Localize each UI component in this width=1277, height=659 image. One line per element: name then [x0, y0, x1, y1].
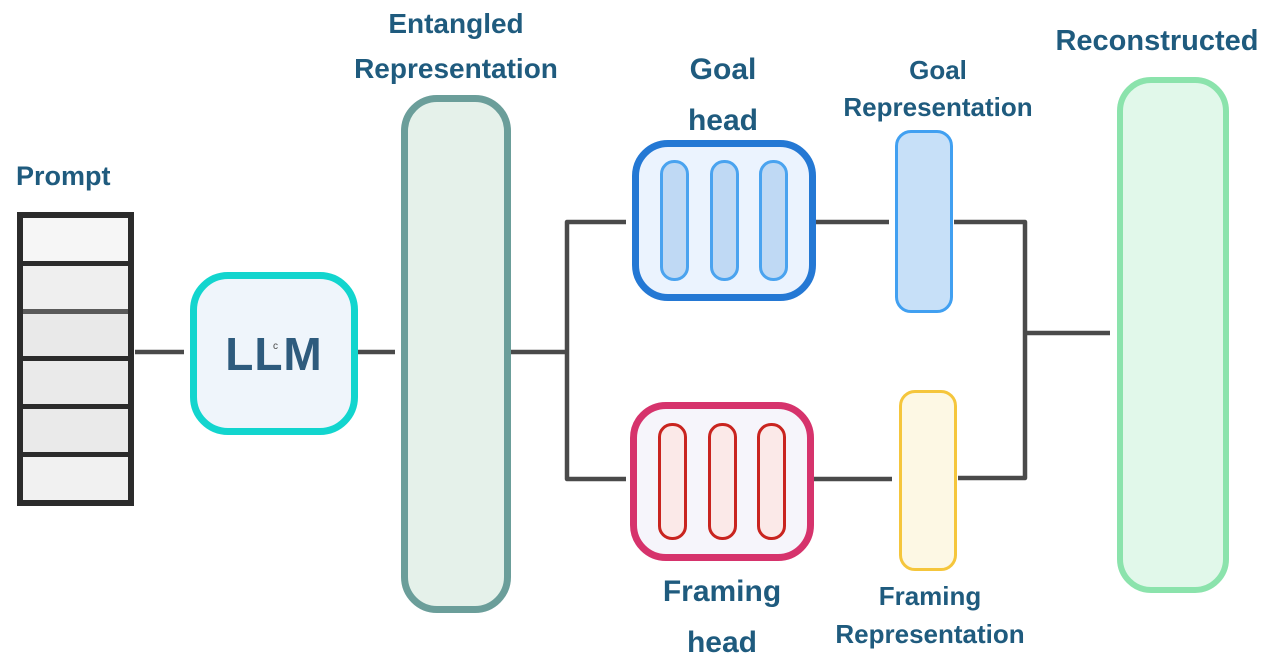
head-bar [759, 160, 789, 281]
framing-representation-label: Framing Representation [835, 577, 1024, 653]
framing-rep-label-line2: Representation [835, 619, 1025, 649]
goal-rep-label-line1: Goal [909, 55, 967, 85]
head-bar [659, 160, 689, 281]
framing-rep-label-line1: Framing [878, 581, 982, 611]
prompt-row [23, 356, 128, 405]
head-bar [709, 160, 739, 281]
head-bar [757, 423, 787, 540]
goal-rep-label-line2: Representation [843, 92, 1033, 122]
goal-representation-box [895, 130, 953, 313]
connector-branch-to-framing-head [564, 352, 626, 482]
entangled-representation-label: Entangled Representation [354, 1, 558, 91]
llm-text: LLM [225, 327, 323, 380]
head-bar [657, 423, 687, 540]
prompt-row [23, 308, 128, 357]
goal-head-label-line1: Goal [689, 53, 757, 86]
framing-head-box [630, 402, 814, 561]
framing-head-label: Framing head [663, 566, 781, 659]
entangled-representation-box [401, 95, 511, 613]
head-bar [707, 423, 737, 540]
framing-representation-box [899, 390, 957, 571]
prompt-row [23, 404, 128, 453]
llm-box: LLM c [190, 272, 358, 435]
connector-merge [954, 219, 1028, 481]
prompt-label: Prompt [16, 161, 111, 191]
entangled-label-line1: Entangled [388, 8, 524, 39]
framing-head-label-line1: Framing [662, 575, 782, 608]
goal-head-label: Goal head [688, 44, 758, 146]
prompt-table [17, 212, 134, 506]
reconstructed-label: Reconstructed [1055, 25, 1259, 57]
prompt-row [23, 218, 128, 261]
goal-head-box [632, 140, 816, 301]
llm-stray-char: c [273, 341, 278, 352]
entangled-label-line2: Representation [354, 53, 558, 84]
framing-head-label-line2: head [686, 626, 758, 659]
prompt-row [23, 260, 128, 309]
goal-head-label-line2: head [687, 104, 759, 137]
reconstructed-box [1117, 77, 1229, 593]
connector-branch-to-goal-head [564, 219, 626, 352]
goal-representation-label: Goal Representation [843, 52, 1032, 126]
prompt-row [23, 452, 128, 500]
